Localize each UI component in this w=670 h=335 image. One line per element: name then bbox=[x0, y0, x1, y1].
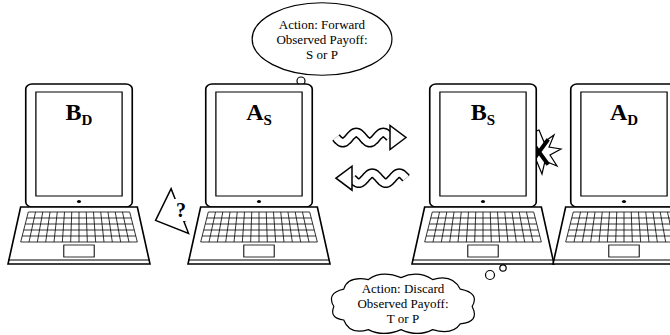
thought-text: Action: Discard bbox=[362, 281, 445, 296]
wavy-arrow bbox=[336, 126, 406, 150]
laptop-node: AD bbox=[553, 82, 670, 267]
node-name: AD bbox=[553, 98, 670, 126]
laptop-node: AS bbox=[188, 82, 330, 267]
laptop-node: BD bbox=[8, 82, 150, 267]
arrowhead bbox=[390, 126, 406, 150]
wave-fill bbox=[336, 133, 390, 143]
block-arrow-shape bbox=[156, 189, 189, 234]
thought-text: S or P bbox=[306, 47, 338, 62]
wave-outline bbox=[352, 173, 406, 183]
wave-fill bbox=[352, 173, 406, 183]
thought-text: Action: Forward bbox=[279, 17, 365, 32]
thought-dot bbox=[500, 265, 506, 271]
thought-dot bbox=[486, 271, 495, 280]
edge-label: ? bbox=[174, 199, 188, 221]
block-arrow bbox=[156, 189, 189, 234]
arrowhead bbox=[336, 166, 352, 190]
wave-outline bbox=[336, 133, 390, 143]
wavy-arrow bbox=[336, 166, 406, 190]
node-name: BD bbox=[8, 98, 150, 126]
laptop-node: BS bbox=[412, 82, 554, 267]
thought-cloud-node: Action: DiscardObserved Payoff:T or P bbox=[322, 268, 484, 335]
thought-text: Observed Payoff: bbox=[357, 296, 448, 311]
node-name: AS bbox=[188, 98, 330, 126]
thought-text: Observed Payoff: bbox=[276, 32, 367, 47]
node-name: BS bbox=[412, 98, 554, 126]
thought-text: T or P bbox=[387, 311, 419, 326]
thought-bubble-node: Action: ForwardObserved Payoff:S or P bbox=[251, 2, 393, 76]
